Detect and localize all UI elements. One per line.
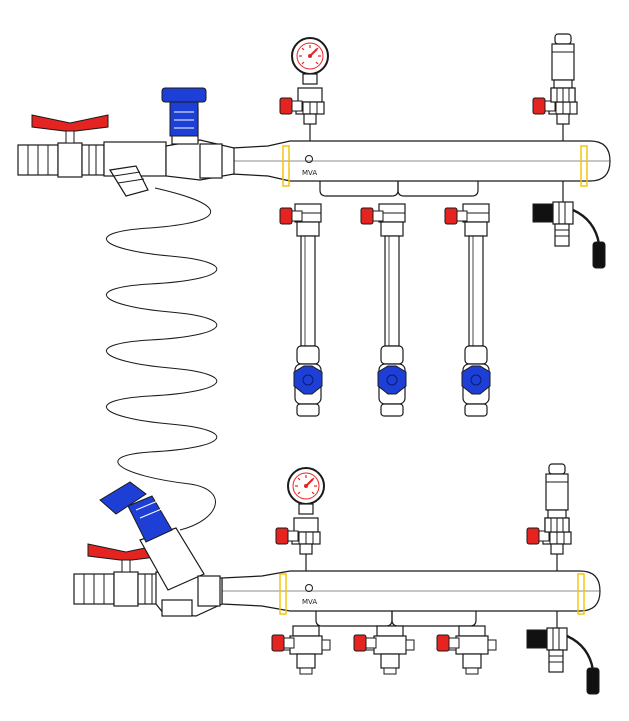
upper-drain-cock	[531, 200, 607, 270]
svg-text:MVA: MVA	[302, 598, 317, 606]
svg-text:MVA: MVA	[302, 169, 317, 177]
lower-outlet-2	[365, 625, 415, 675]
upper-brand-logo: MVA	[302, 155, 317, 177]
upper-air-vent	[550, 33, 576, 103]
upper-balancing-valve	[161, 87, 235, 181]
upper-yellow-marker-left	[282, 145, 290, 187]
upper-outlet-3	[461, 203, 491, 417]
upper-manifold-assembly: MVA	[17, 33, 611, 417]
upper-ball-valve	[17, 114, 109, 178]
upper-blue-handwheel	[161, 87, 207, 103]
upper-outlet-1	[293, 203, 323, 417]
upper-outlet-2	[377, 203, 407, 417]
lower-manifold-assembly: MVA	[73, 463, 601, 696]
upper-yellow-marker-right	[580, 145, 588, 187]
lower-pressure-gauge	[287, 467, 325, 515]
lower-balancing-valve	[99, 481, 223, 617]
lower-drain-cock	[525, 626, 601, 696]
upper-pressure-gauge	[291, 37, 329, 85]
upper-strainer	[103, 141, 167, 197]
lower-outlet-1	[281, 625, 331, 675]
lower-blue-handwheel	[99, 481, 147, 515]
lower-air-vent	[544, 463, 570, 533]
lower-outlet-3	[447, 625, 497, 675]
lower-yellow-marker-left	[279, 573, 287, 615]
lower-yellow-marker-right	[577, 573, 585, 615]
lower-brand-logo: MVA	[302, 584, 317, 606]
capillary-coil	[106, 187, 218, 531]
